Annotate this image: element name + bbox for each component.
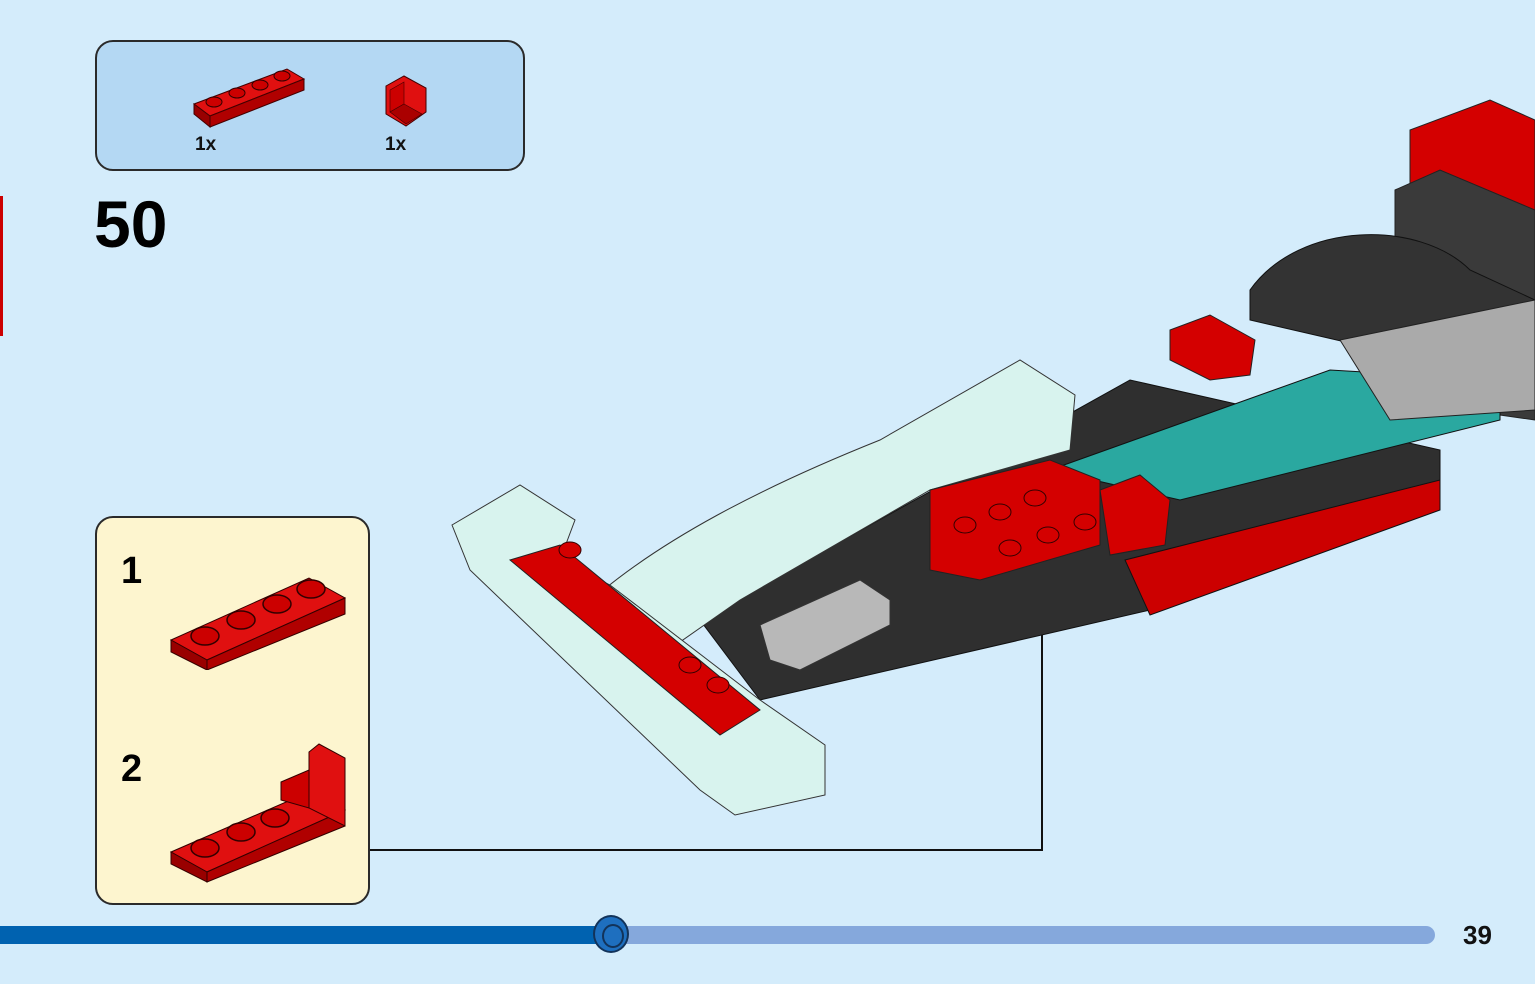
red-corner-panel-icon [385,75,427,127]
step-number: 50 [94,187,168,261]
page-number: 39 [1463,920,1492,950]
previous-page-edge [0,196,3,336]
part-qty: 1x [195,134,217,155]
sub-step-number: 2 [121,748,143,790]
sub-step-1-plate-icon [169,577,347,670]
sub-step-number: 1 [121,550,143,592]
progress-fill [0,926,612,944]
part-qty: 1x [385,134,407,155]
callout-line [370,590,1043,851]
callout-arrow-icon [1030,566,1054,600]
parts-list-box: 1x 1x [95,40,525,171]
red-plate-1x4-icon [192,68,306,129]
sub-assembly-box: 1 2 [95,516,370,905]
sub-step-2-assembly-icon [169,743,347,883]
progress-knob[interactable] [593,915,630,953]
